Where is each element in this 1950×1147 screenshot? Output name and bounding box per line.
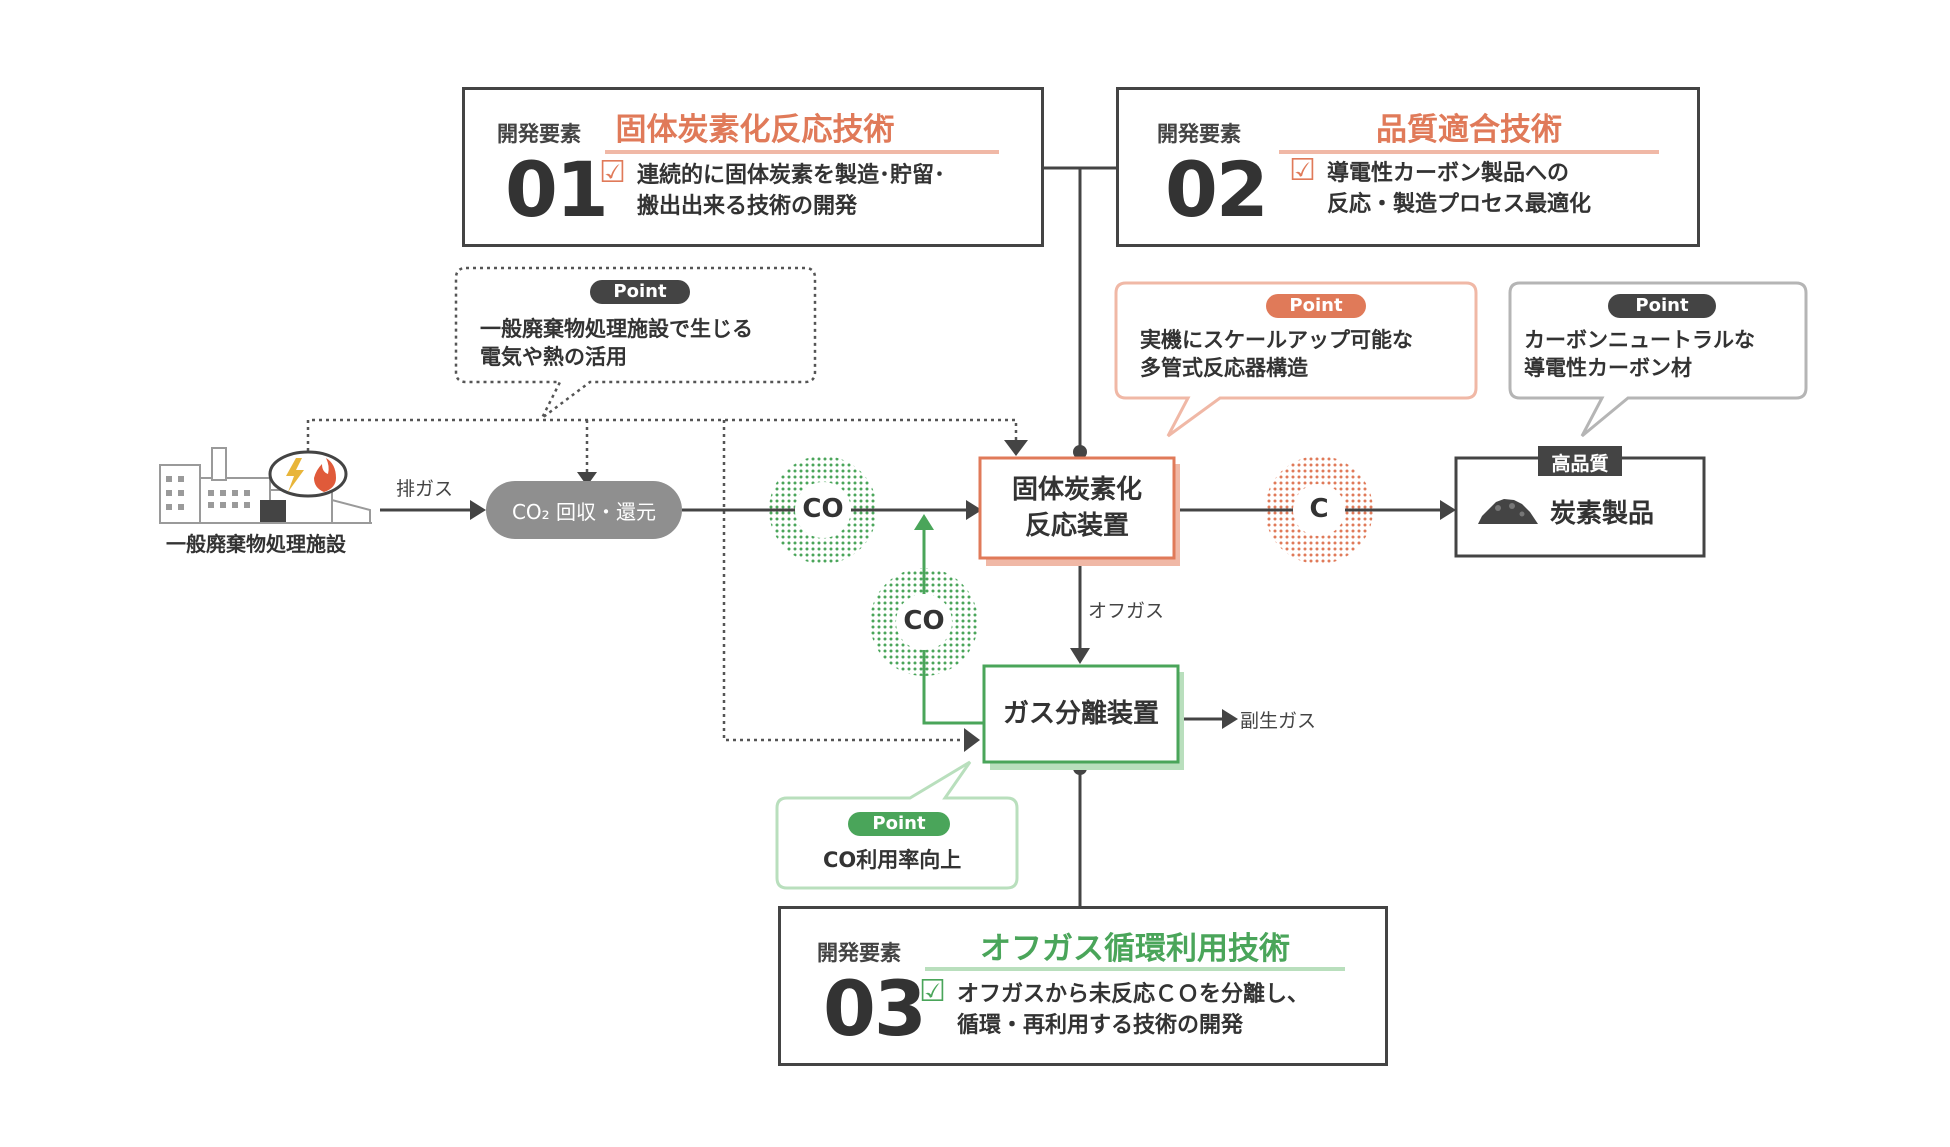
carbon-label: C: [1309, 494, 1329, 524]
high-quality-label: 高品質: [1551, 453, 1609, 475]
dev-label: 開発要素: [817, 941, 901, 965]
dev-desc-line1: 連続的に固体炭素を製造･貯留･: [637, 163, 946, 188]
dev-element-03: 開発要素 03 オフガス循環利用技術 ☑ オフガスから未反応ＣＯを分離し、 循環…: [778, 906, 1388, 1066]
dev-element-01: 開発要素 01 固体炭素化反応技術 ☑ 連続的に固体炭素を製造･貯留･ 搬出出来…: [462, 87, 1044, 247]
energy-dotted-lines: [306, 418, 1018, 742]
co2-recovery-pill: [486, 481, 682, 539]
point-text-energy-line2: 電気や熱の活用: [480, 345, 627, 369]
dev-title-underline: [1279, 150, 1659, 154]
co-recycle-arrowhead: [914, 514, 934, 530]
exhaust-label: 排ガス: [396, 478, 454, 500]
point-text-energy-line1: 一般廃棄物処理施設で生じる: [480, 317, 753, 341]
reactor-label-line2: 反応装置: [1024, 511, 1129, 541]
high-quality-tag: [1538, 446, 1622, 476]
point-bubble-product: [1508, 281, 1808, 438]
energy-arrowhead-reactor: [1004, 440, 1028, 456]
offgas-label: オフガス: [1088, 600, 1165, 622]
byproduct-label: 副生ガス: [1240, 710, 1317, 732]
point-text-product-line1: カーボンニュートラルな: [1524, 328, 1755, 352]
main-arrowhead-reactor: [966, 500, 982, 520]
co-main-label: CO: [802, 494, 844, 524]
co-loop-circle: [896, 594, 952, 650]
dev-label: 開発要素: [497, 122, 581, 146]
co-loop-label: CO: [903, 606, 945, 636]
point-bubble-reactor: [1114, 281, 1478, 438]
point-pill-product: Point: [1608, 294, 1716, 318]
dev-title-underline: [925, 967, 1345, 971]
dev-desc-line2: 搬出出来る技術の開発: [637, 194, 858, 219]
carbon-pile-icon: [1478, 499, 1538, 524]
reactor-box: [978, 456, 1176, 560]
carbon-arrowhead: [1440, 500, 1456, 520]
energy-arrowhead-co2: [577, 472, 597, 486]
dev-number: 02: [1165, 145, 1269, 234]
point-text-reactor-line2: 多管式反応器構造: [1140, 356, 1308, 380]
point-text-product-line2: 導電性カーボン材: [1524, 356, 1692, 380]
point-bubble-energy: [454, 266, 817, 419]
point-pill-reactor: Point: [1266, 294, 1366, 318]
dev-desc-line2: 反応・製造プロセス最適化: [1327, 192, 1592, 217]
dev-label: 開発要素: [1157, 122, 1241, 146]
dev-number: 03: [823, 964, 927, 1053]
offgas-arrowhead: [1070, 648, 1090, 664]
facility-label: 一般廃棄物処理施設: [166, 532, 346, 556]
product-label: 炭素製品: [1550, 499, 1655, 529]
dev-title-underline: [605, 150, 999, 154]
dev-desc-line1: 導電性カーボン製品への: [1327, 161, 1570, 186]
point-pill-separator: Point: [848, 812, 950, 836]
byproduct-arrowhead: [1222, 709, 1238, 729]
exhaust-arrowhead: [470, 500, 486, 520]
separator-box: [982, 664, 1180, 764]
check-icon: ☑: [599, 155, 626, 190]
check-icon: ☑: [919, 974, 946, 1009]
point-pill-energy: Point: [590, 280, 690, 304]
separator-label: ガス分離装置: [1002, 699, 1159, 729]
dev-desc-line2: 循環・再利用する技術の開発: [957, 1013, 1244, 1038]
dev-connector-lines: [1044, 166, 1116, 910]
dev-element-02: 開発要素 02 品質適合技術 ☑ 導電性カーボン製品への 反応・製造プロセス最適…: [1116, 87, 1700, 247]
point-text-separator: CO利用率向上: [823, 848, 962, 872]
reactor-label-line1: 固体炭素化: [1011, 475, 1142, 505]
dev-title: 品質適合技術: [1376, 112, 1562, 148]
reactor-connector-dot: [1073, 445, 1087, 459]
check-icon: ☑: [1289, 153, 1316, 188]
dev-title: オフガス循環利用技術: [980, 931, 1290, 967]
energy-arrowhead-separator: [964, 728, 980, 752]
point-text-reactor-line1: 実機にスケールアップ可能な: [1140, 328, 1413, 352]
lightning-fire-icon: [268, 450, 348, 498]
dev-desc-line1: オフガスから未反応ＣＯを分離し、: [957, 982, 1310, 1007]
carbon-circle: [1293, 484, 1345, 536]
dev-title: 固体炭素化反応技術: [615, 112, 895, 148]
co-main-circle: [795, 482, 851, 538]
co2-recovery-label: CO₂ 回収・還元: [511, 500, 657, 524]
dev-number: 01: [505, 145, 609, 234]
